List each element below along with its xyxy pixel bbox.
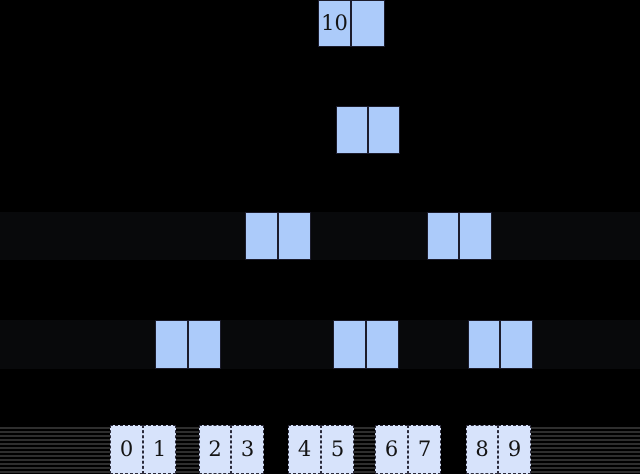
node-cell[interactable] (366, 320, 399, 369)
node-cell[interactable] (245, 212, 278, 260)
node-cell[interactable] (336, 106, 368, 154)
node-cell[interactable] (468, 320, 500, 369)
leaf-cell[interactable]: 6 (375, 425, 408, 474)
node-cell[interactable] (500, 320, 533, 369)
leaf-cell[interactable]: 8 (466, 425, 498, 474)
level-3-band (0, 212, 640, 260)
node-cell[interactable] (278, 212, 311, 260)
node-cell[interactable] (188, 320, 221, 369)
node-cell[interactable] (155, 320, 188, 369)
hatch-leaves-gap-3 (354, 425, 375, 474)
node-cell[interactable] (333, 320, 366, 369)
hatch-leaves-gap-1 (176, 425, 199, 474)
leaf-cell[interactable]: 9 (498, 425, 531, 474)
node-cell[interactable] (459, 212, 492, 260)
leaf-cell[interactable]: 7 (408, 425, 441, 474)
leaf-cell[interactable]: 5 (321, 425, 354, 474)
node-cell[interactable]: 10 (318, 0, 351, 47)
leaf-cell[interactable]: 0 (110, 425, 143, 474)
node-cell[interactable] (427, 212, 459, 260)
leaf-cell[interactable]: 2 (199, 425, 231, 474)
leaf-cell[interactable]: 1 (143, 425, 176, 474)
hatch-leaves-right (531, 425, 640, 474)
level-4-band (0, 320, 640, 369)
node-cell[interactable] (351, 0, 385, 47)
hatch-leaves-left (0, 425, 110, 474)
node-cell[interactable] (368, 106, 400, 154)
leaf-cell[interactable]: 3 (231, 425, 264, 474)
leaf-cell[interactable]: 4 (288, 425, 321, 474)
